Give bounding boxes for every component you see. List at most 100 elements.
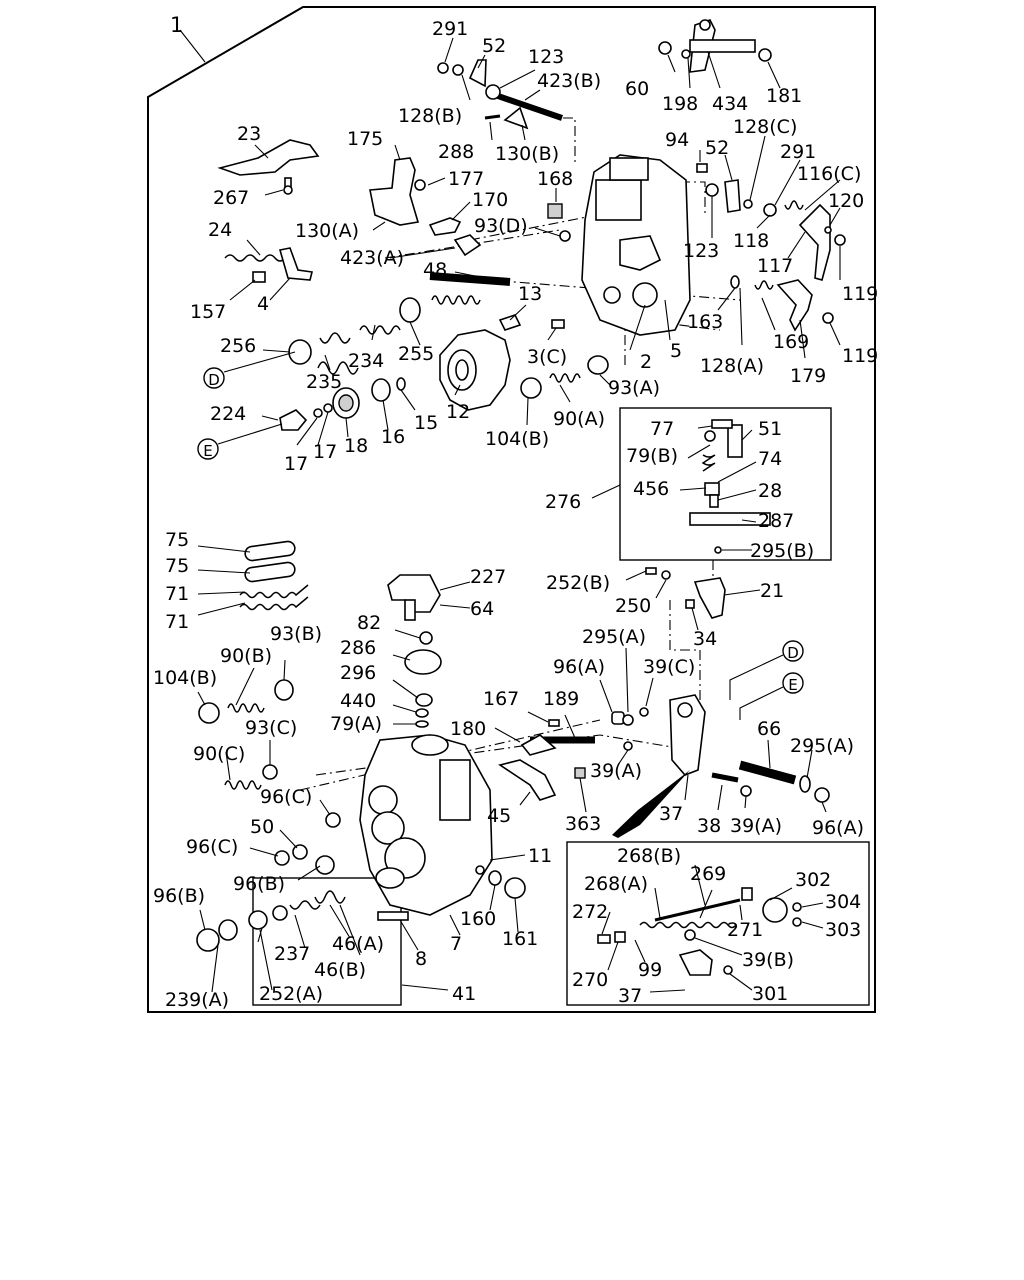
label-64: 64 xyxy=(470,598,494,620)
label-175: 175 xyxy=(347,128,383,150)
label-119-bottom: 119 xyxy=(842,345,878,367)
assembly-number: 1 xyxy=(170,13,183,37)
label-128b: 128(B) xyxy=(398,105,462,127)
label-268b: 268(B) xyxy=(617,845,681,867)
label-93b: 93(B) xyxy=(270,623,322,645)
label-227: 227 xyxy=(470,566,506,588)
label-8: 8 xyxy=(415,948,427,970)
label-271: 271 xyxy=(727,919,763,941)
label-167: 167 xyxy=(483,688,519,710)
label-52-right: 52 xyxy=(705,137,729,159)
callout-e-left: E xyxy=(197,438,219,460)
label-5: 5 xyxy=(670,340,682,362)
label-96a-top: 96(A) xyxy=(553,656,605,678)
pump-housing-lower xyxy=(359,734,493,916)
svg-text:E: E xyxy=(203,442,212,460)
label-96a-right: 96(A) xyxy=(812,817,864,839)
label-79b: 79(B) xyxy=(626,445,678,467)
label-51: 51 xyxy=(758,418,782,440)
label-252a: 252(A) xyxy=(259,983,323,1005)
callout-d-right: D xyxy=(782,640,804,662)
label-130b: 130(B) xyxy=(495,143,559,165)
label-239a: 239(A) xyxy=(165,989,229,1011)
label-23: 23 xyxy=(237,123,261,145)
label-7: 7 xyxy=(450,933,462,955)
label-180: 180 xyxy=(450,718,486,740)
label-17-b: 17 xyxy=(313,441,337,463)
diagram-frame xyxy=(147,6,876,1013)
label-90c: 90(C) xyxy=(193,743,245,765)
label-79a: 79(A) xyxy=(330,713,382,735)
label-130a: 130(A) xyxy=(295,220,359,242)
label-224: 224 xyxy=(210,403,246,425)
label-295a-top: 295(A) xyxy=(582,626,646,648)
label-118: 118 xyxy=(733,230,769,252)
label-41: 41 xyxy=(452,983,476,1005)
label-123-right: 123 xyxy=(683,240,719,262)
subassembly-41-parts xyxy=(248,890,346,930)
label-269: 269 xyxy=(690,863,726,885)
label-255: 255 xyxy=(398,343,434,365)
label-160: 160 xyxy=(460,908,496,930)
label-48: 48 xyxy=(423,259,447,281)
label-18: 18 xyxy=(344,435,368,457)
label-117: 117 xyxy=(757,255,793,277)
label-77: 77 xyxy=(650,418,674,440)
label-363: 363 xyxy=(565,813,601,835)
label-302: 302 xyxy=(795,869,831,891)
callout-e-right: E xyxy=(782,672,804,694)
svg-text:D: D xyxy=(787,644,799,662)
label-120: 120 xyxy=(828,190,864,212)
label-16: 16 xyxy=(381,426,405,448)
label-272: 272 xyxy=(572,901,608,923)
label-66: 66 xyxy=(757,718,781,740)
label-96c-a: 96(C) xyxy=(260,786,312,808)
label-94: 94 xyxy=(665,129,689,151)
label-288: 288 xyxy=(438,141,474,163)
label-295a-right: 295(A) xyxy=(790,735,854,757)
label-52-top: 52 xyxy=(482,35,506,57)
subassembly-box-268 xyxy=(566,841,870,1006)
bracket-23 xyxy=(217,139,320,176)
label-93c: 93(C) xyxy=(245,717,297,739)
label-15: 15 xyxy=(414,412,438,434)
label-96b-b: 96(B) xyxy=(153,885,205,907)
label-104b-mid: 104(B) xyxy=(153,667,217,689)
label-71-a: 71 xyxy=(165,583,189,605)
svg-text:D: D xyxy=(208,371,220,389)
subassembly-276-parts xyxy=(689,419,771,554)
label-93d: 93(D) xyxy=(474,215,528,237)
leader-lines xyxy=(197,37,841,993)
pump-housing-upper xyxy=(581,154,691,336)
part-labels: 291 52 123 423(B) 128(B) 288 130(B) 60 1… xyxy=(153,18,878,1011)
label-24: 24 xyxy=(208,219,232,241)
lever-4 xyxy=(278,247,313,281)
subassembly-268-parts xyxy=(597,887,802,976)
label-2: 2 xyxy=(640,351,652,373)
label-99: 99 xyxy=(638,959,662,981)
label-123-top: 123 xyxy=(528,46,564,68)
governor-12 xyxy=(439,329,511,411)
label-34: 34 xyxy=(693,628,717,650)
label-39c: 39(C) xyxy=(643,656,695,678)
fork-45 xyxy=(498,759,557,801)
subassembly-box-41 xyxy=(252,877,402,1006)
label-303: 303 xyxy=(825,919,861,941)
label-128a: 128(A) xyxy=(700,355,764,377)
label-179: 179 xyxy=(790,365,826,387)
label-3c: 3(C) xyxy=(527,346,567,368)
label-456: 456 xyxy=(633,478,669,500)
label-11: 11 xyxy=(528,845,552,867)
label-177: 177 xyxy=(448,168,484,190)
label-39a-bottom: 39(A) xyxy=(730,815,782,837)
label-267: 267 xyxy=(213,187,249,209)
label-291-right: 291 xyxy=(780,141,816,163)
label-75-b: 75 xyxy=(165,555,189,577)
label-37: 37 xyxy=(659,803,683,825)
label-161: 161 xyxy=(502,928,538,950)
label-270: 270 xyxy=(572,969,608,991)
label-286: 286 xyxy=(340,637,376,659)
label-276: 276 xyxy=(545,491,581,513)
label-119-top: 119 xyxy=(842,283,878,305)
